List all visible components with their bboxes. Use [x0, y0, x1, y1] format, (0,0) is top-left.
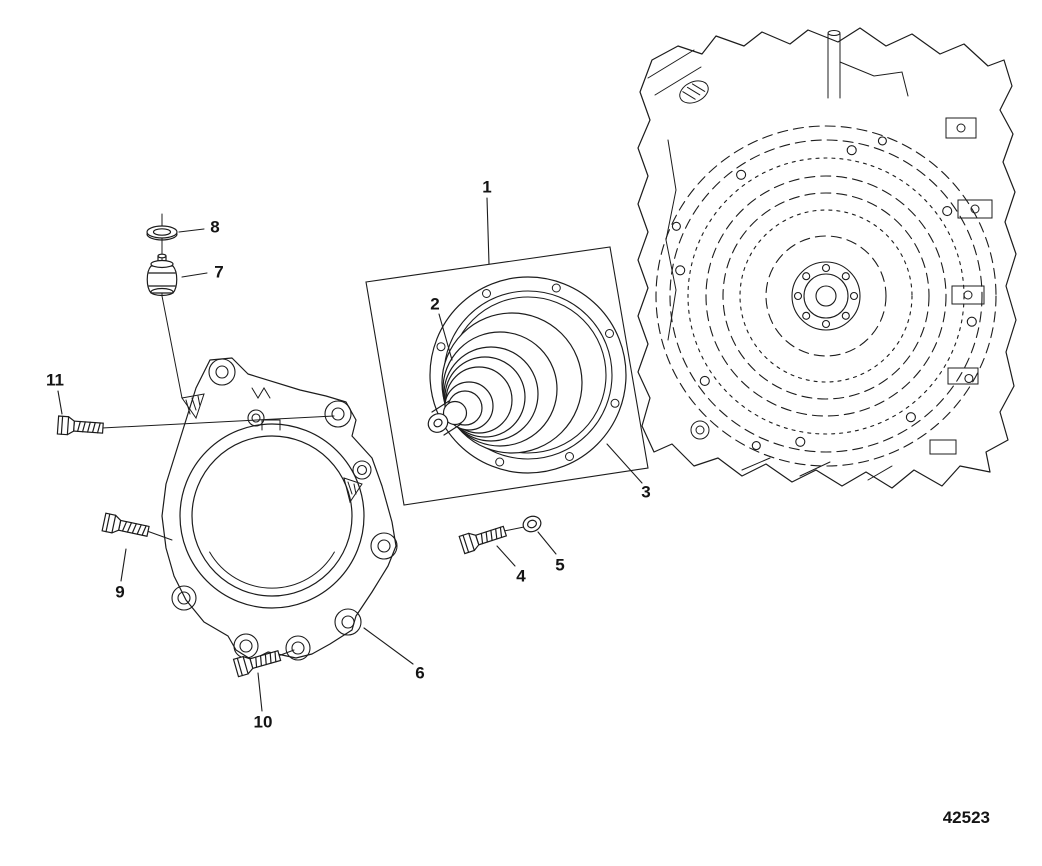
callout-6: 6	[415, 663, 425, 683]
callout-8: 8	[210, 217, 220, 237]
leader-5	[537, 531, 557, 555]
leader-6	[363, 627, 414, 665]
housing-bore-outer	[179, 423, 365, 609]
flywheel	[655, 125, 997, 467]
callout-3: 3	[641, 482, 651, 502]
callout-4: 4	[516, 566, 526, 586]
bolt-9-axis-line	[146, 530, 173, 541]
housing-outline	[161, 357, 397, 661]
housing-ribs	[181, 387, 363, 504]
callout-10: 10	[253, 712, 273, 732]
callout-5: 5	[555, 555, 565, 575]
engine-outline	[637, 27, 1017, 489]
engine-details	[647, 30, 993, 481]
leader-9	[120, 548, 127, 582]
callout-7: 7	[214, 262, 224, 282]
bushing-mount-7	[146, 253, 178, 297]
bushing-axis-line	[161, 213, 183, 399]
connector-detail	[679, 80, 709, 104]
bolt-10-axis-line	[277, 649, 295, 657]
leader-11	[57, 390, 63, 415]
callout-2: 2	[430, 294, 440, 314]
callout-9: 9	[115, 582, 125, 602]
washer-5	[520, 513, 544, 535]
fasteners	[56, 225, 544, 678]
callout-1: 1	[482, 177, 492, 197]
bolt-11-axis-line	[101, 415, 335, 429]
leader-2	[438, 313, 453, 361]
bolt-4-axis-line	[503, 526, 525, 532]
leader-7	[181, 272, 208, 278]
callout-11: 11	[46, 370, 64, 390]
drawing-number: 42523	[942, 808, 990, 827]
engine-assembly	[637, 27, 1017, 489]
adapter-housing	[161, 357, 398, 661]
leader-lines	[57, 197, 643, 712]
coupler-shaft-end	[427, 413, 449, 433]
leader-10	[257, 672, 263, 712]
leader-1	[486, 197, 490, 265]
bolt-11	[56, 415, 105, 438]
leader-8	[178, 228, 205, 233]
retainer-washer-8	[146, 225, 178, 241]
coupler-hub	[427, 381, 494, 436]
housing-bore-inner	[191, 435, 353, 597]
bolt-9	[101, 512, 151, 541]
leader-3	[606, 443, 643, 484]
coupler-boundary-box	[365, 246, 649, 506]
leader-4	[496, 545, 516, 567]
coupler-assembly	[365, 246, 649, 506]
